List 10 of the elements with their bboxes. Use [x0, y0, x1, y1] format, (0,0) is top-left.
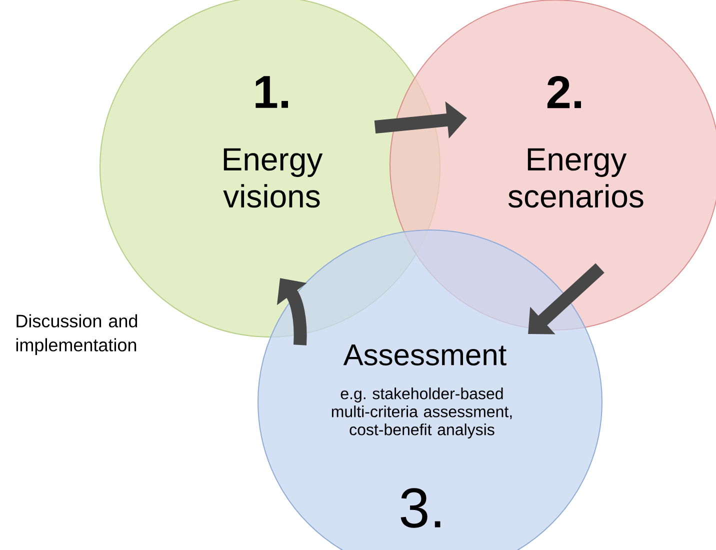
side-note: Discussion and implementation — [16, 314, 138, 355]
arrow — [528, 263, 604, 334]
step-number: 1. — [256, 76, 288, 108]
circle — [258, 230, 602, 550]
circle-note: e.g. stakeholder-based multi-criteria assessment, cost-benefit analysis — [332, 388, 512, 438]
circle-title: Energy visions — [223, 148, 323, 208]
step-number: 3. — [400, 488, 440, 528]
step-number: 2. — [547, 76, 581, 108]
circle-title: Energy scenarios — [508, 148, 644, 208]
circle-title: Assessment — [343, 344, 506, 366]
